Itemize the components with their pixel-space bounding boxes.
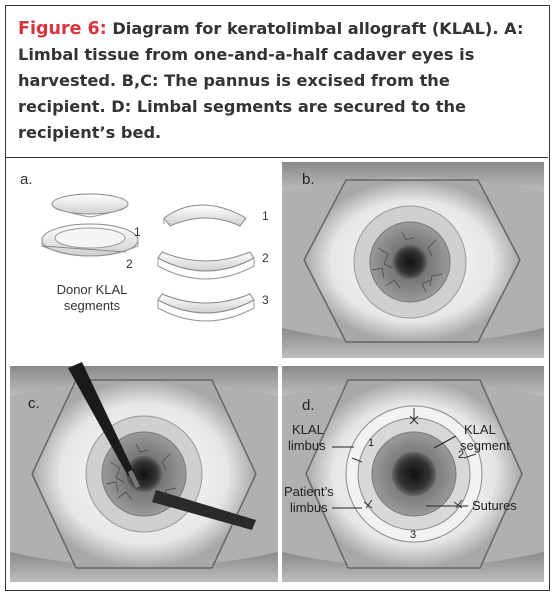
panel-d-pupil — [392, 452, 436, 496]
klal-limbus-label-line2: limbus — [288, 438, 326, 453]
klal-segment-label-line1: KLAL — [464, 422, 496, 437]
limbal-segment-1 — [164, 205, 246, 226]
panel-a-label-line2: segments — [64, 298, 121, 313]
panel-b-pupil — [393, 245, 427, 279]
limbal-segment-2 — [158, 252, 254, 279]
panel-d: 1 2 3 d. KLAL limbus Patient’s limbus KL… — [282, 366, 544, 582]
klal-limbus-label-line1: KLAL — [292, 422, 324, 437]
panel-a-left-num-2: 2 — [126, 257, 133, 271]
figure-label: Figure 6: — [18, 19, 107, 39]
panel-c: c. — [10, 362, 278, 582]
panel-a-right-num-3: 3 — [262, 293, 269, 307]
panel-a-right-num-2: 2 — [262, 251, 269, 265]
panel-c-letter: c. — [28, 395, 40, 412]
patients-limbus-label-line2: limbus — [290, 500, 328, 515]
panel-d-seg-3: 3 — [410, 529, 416, 541]
panel-a-letter: a. — [20, 171, 33, 188]
figure-panels: a. 1 2 Donor KLAL segments 1 2 — [6, 158, 548, 590]
caption-text: Figure 6: Diagram for keratolimbal allog… — [18, 16, 540, 146]
panel-a: a. 1 2 Donor KLAL segments 1 2 — [20, 171, 269, 321]
panel-b: b. — [282, 162, 544, 358]
panel-d-seg-1: 1 — [368, 437, 374, 449]
figure-caption: Figure 6: Diagram for keratolimbal allog… — [6, 6, 548, 158]
klal-segment-label-line2: segment — [460, 438, 510, 453]
panel-a-right-num-1: 1 — [262, 209, 269, 223]
panel-a-label-line1: Donor KLAL — [57, 282, 128, 297]
panel-a-left-num-1: 1 — [134, 225, 141, 239]
sutures-label: Sutures — [472, 498, 517, 513]
patients-limbus-label-line1: Patient’s — [284, 484, 334, 499]
figure-frame: Figure 6: Diagram for keratolimbal allog… — [5, 5, 550, 591]
panel-d-letter: d. — [302, 397, 315, 414]
panel-b-letter: b. — [302, 171, 315, 188]
limbal-segment-3 — [158, 294, 254, 321]
